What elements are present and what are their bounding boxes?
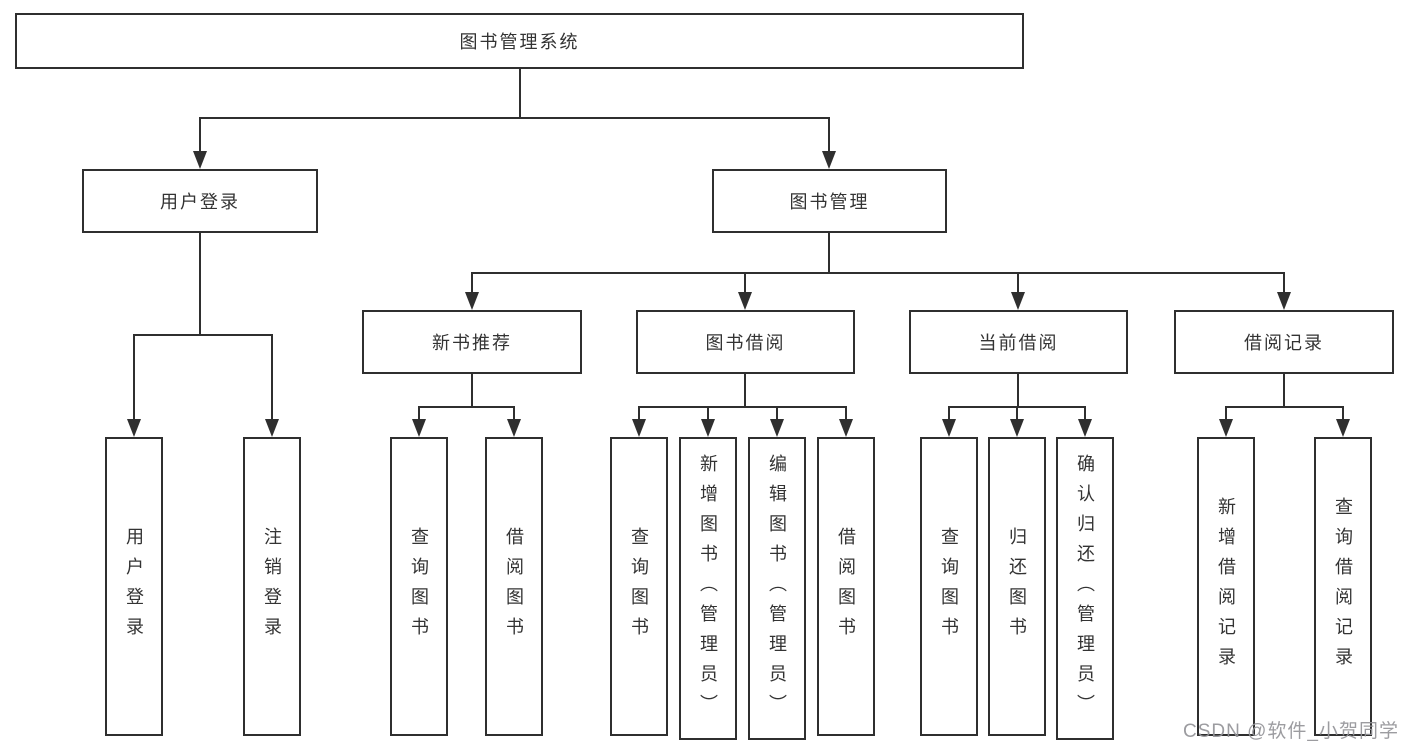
arrow-down-icon <box>465 292 479 310</box>
connector-line <box>1017 374 1019 407</box>
node-query-borrow-record: 查询借阅记录 <box>1314 437 1372 736</box>
connector-line <box>418 406 420 420</box>
node-user-login: 用户登录 <box>82 169 318 233</box>
node-query-book-1: 查询图书 <box>390 437 448 736</box>
connector-line <box>1084 406 1086 420</box>
connector-line <box>471 272 1285 274</box>
node-return-book: 归还图书 <box>988 437 1046 736</box>
connector-line <box>199 233 201 335</box>
arrow-down-icon <box>701 419 715 437</box>
connector-line <box>1225 406 1227 420</box>
node-user-login-leaf: 用户登录 <box>105 437 163 736</box>
connector-line <box>1283 272 1285 293</box>
node-confirm-return-admin: 确认归还（管理员） <box>1056 437 1114 740</box>
node-query-book-2: 查询图书 <box>610 437 668 736</box>
connector-line <box>133 334 273 336</box>
connector-line <box>1283 374 1285 407</box>
node-add-borrow-record: 新增借阅记录 <box>1197 437 1255 736</box>
connector-line <box>418 406 515 408</box>
connector-line <box>638 406 847 408</box>
arrow-down-icon <box>412 419 426 437</box>
connector-line <box>471 272 473 293</box>
connector-line <box>744 374 746 407</box>
connector-line <box>1017 272 1019 293</box>
connector-line <box>1016 406 1018 420</box>
connector-line <box>1225 406 1344 408</box>
node-library-management-system: 图书管理系统 <box>15 13 1024 69</box>
arrow-down-icon <box>1219 419 1233 437</box>
connector-line <box>513 406 515 420</box>
connector-line <box>519 69 521 118</box>
node-logout-leaf: 注销登录 <box>243 437 301 736</box>
arrow-down-icon <box>1078 419 1092 437</box>
node-book-borrowing: 图书借阅 <box>636 310 855 374</box>
node-edit-book-admin: 编辑图书（管理员） <box>748 437 806 740</box>
csdn-watermark: CSDN @软件_小贺同学 <box>1183 721 1399 742</box>
arrow-down-icon <box>1010 419 1024 437</box>
arrow-down-icon <box>839 419 853 437</box>
arrow-down-icon <box>265 419 279 437</box>
arrow-down-icon <box>822 151 836 169</box>
arrow-down-icon <box>507 419 521 437</box>
connector-line <box>133 334 135 420</box>
connector-line <box>828 233 830 273</box>
node-add-book-admin: 新增图书（管理员） <box>679 437 737 740</box>
connector-line <box>845 406 847 420</box>
connector-line <box>948 406 950 420</box>
connector-line <box>471 374 473 407</box>
connector-line <box>776 406 778 420</box>
node-borrow-book-2: 借阅图书 <box>817 437 875 736</box>
arrow-down-icon <box>193 151 207 169</box>
node-book-management: 图书管理 <box>712 169 947 233</box>
connector-line <box>828 117 830 152</box>
connector-line <box>744 272 746 293</box>
node-borrow-book-1: 借阅图书 <box>485 437 543 736</box>
arrow-down-icon <box>1277 292 1291 310</box>
connector-line <box>271 334 273 420</box>
arrow-down-icon <box>632 419 646 437</box>
connector-line <box>707 406 709 420</box>
node-current-borrowing: 当前借阅 <box>909 310 1128 374</box>
arrow-down-icon <box>942 419 956 437</box>
arrow-down-icon <box>127 419 141 437</box>
arrow-down-icon <box>738 292 752 310</box>
connector-line <box>1342 406 1344 420</box>
arrow-down-icon <box>1336 419 1350 437</box>
arrow-down-icon <box>1011 292 1025 310</box>
connector-line <box>199 117 201 152</box>
node-new-book-recommend: 新书推荐 <box>362 310 582 374</box>
connector-line <box>199 117 830 119</box>
connector-line <box>638 406 640 420</box>
arrow-down-icon <box>770 419 784 437</box>
node-query-book-3: 查询图书 <box>920 437 978 736</box>
node-borrowing-records: 借阅记录 <box>1174 310 1394 374</box>
